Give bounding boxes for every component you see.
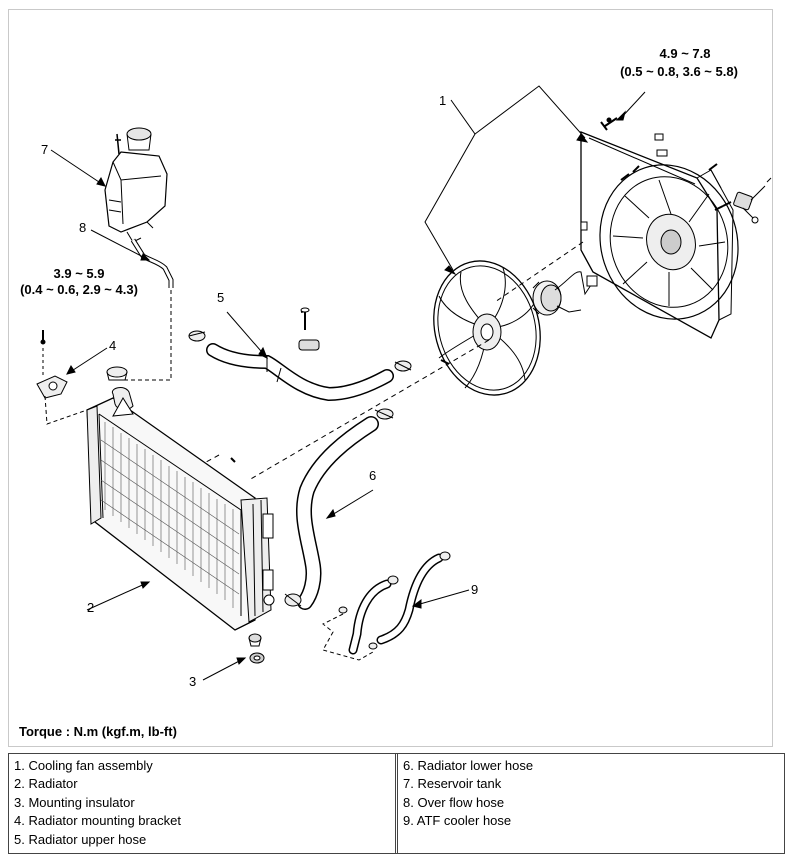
- atf-cooler-hoses: [322, 551, 451, 661]
- torque-fan-value: 4.9 ~ 7.8: [660, 46, 711, 61]
- callout-6: 6: [369, 468, 376, 483]
- mounting-insulator: [248, 633, 265, 664]
- lower-hose: [284, 408, 394, 610]
- legend-item: 9. ATF cooler hose: [403, 813, 512, 829]
- fan-connector: [733, 177, 772, 224]
- dashed-guide-overflow: [119, 290, 172, 381]
- torque-fan-imperial: (0.5 ~ 0.8, 3.6 ~ 5.8): [620, 64, 738, 79]
- exploded-diagram: 1 2 3 4 5 6 7 8 9 4.9 ~ 7.8 (0.5 ~ 0.8, …: [20, 46, 772, 689]
- diagram-frame: 1 2 3 4 5 6 7 8 9 4.9 ~ 7.8 (0.5 ~ 0.8, …: [8, 9, 773, 747]
- legend-item: 8. Over flow hose: [403, 794, 505, 810]
- reservoir-tank: [104, 127, 168, 243]
- legend-item: 2. Radiator: [14, 776, 78, 792]
- radiator-cap: [106, 366, 128, 381]
- torque-units-note: Torque : N.m (kgf.m, lb-ft): [19, 724, 177, 739]
- callout-7: 7: [41, 142, 48, 157]
- mounting-bracket: [36, 330, 88, 425]
- fan-shroud: [580, 131, 739, 339]
- arrowhead-1b: [576, 133, 589, 143]
- radiator: [86, 387, 275, 631]
- callout-4: 4: [109, 338, 116, 353]
- torque-bracket-value: 3.9 ~ 5.9: [54, 266, 105, 281]
- arrowhead-1a: [444, 265, 457, 276]
- legend-item: 1. Cooling fan assembly: [14, 758, 153, 773]
- callout-3: 3: [189, 674, 196, 689]
- leader-1b: [474, 85, 586, 139]
- legend-item: 5. Radiator upper hose: [14, 831, 147, 847]
- overflow-hose: [130, 238, 174, 288]
- upper-hose: [188, 307, 412, 402]
- fan-motor: [532, 271, 598, 316]
- callout-8: 8: [79, 220, 86, 235]
- legend-item: 6. Radiator lower hose: [403, 758, 534, 773]
- callout-2: 2: [87, 600, 94, 615]
- legend-column-right: 6. Radiator lower hose 7. Reservoir tank…: [395, 754, 784, 853]
- torque-bracket-imperial: (0.4 ~ 0.6, 2.9 ~ 4.3): [20, 282, 138, 297]
- legend-item: 3. Mounting insulator: [14, 794, 135, 810]
- shroud-bolts: [600, 117, 732, 207]
- leader-1a: [424, 99, 476, 271]
- fan-blade: [433, 260, 541, 396]
- legend-item: 4. Radiator mounting bracket: [14, 813, 181, 829]
- callout-9: 9: [471, 582, 478, 597]
- parts-legend-table: 1. Cooling fan assembly 2. Radiator 3. M…: [8, 753, 785, 854]
- callout-1: 1: [439, 93, 446, 108]
- legend-item: 7. Reservoir tank: [403, 776, 502, 792]
- callout-5: 5: [217, 290, 224, 305]
- legend-column-left: 1. Cooling fan assembly 2. Radiator 3. M…: [9, 754, 395, 853]
